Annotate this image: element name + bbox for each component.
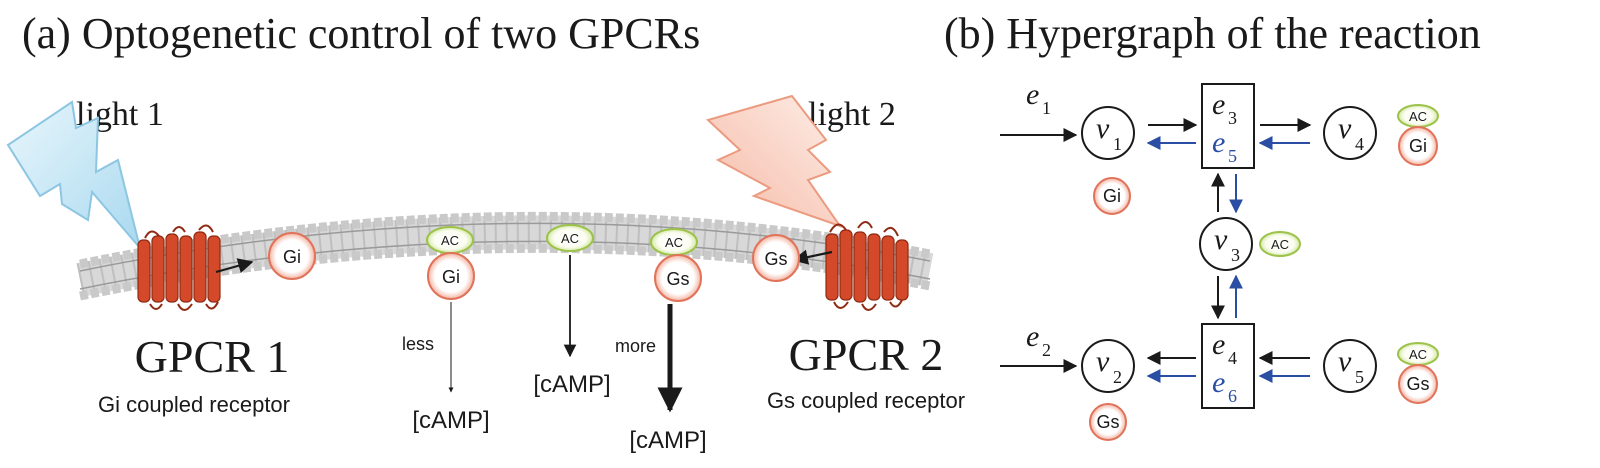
activation-arrow [792, 249, 833, 265]
svg-text:AC: AC [665, 235, 683, 250]
svg-text:Gs: Gs [666, 269, 689, 289]
svg-text:1: 1 [1042, 98, 1051, 118]
more-label: more [615, 336, 656, 356]
camp-basal: [cAMP] [533, 371, 610, 398]
svg-text:e: e [1212, 366, 1225, 399]
svg-text:v: v [1096, 345, 1110, 378]
svg-text:e: e [1212, 88, 1225, 121]
gpcr-1-title: GPCR 1 [135, 331, 290, 382]
receptor-helix-icon [825, 221, 909, 311]
gs-protein: Gs [752, 234, 800, 282]
svg-text:v: v [1338, 112, 1352, 145]
svg-text:AC: AC [441, 233, 459, 248]
gi-protein: Gi [268, 232, 316, 280]
hyperedge-e3-e5: e 3 e 5 [1201, 83, 1255, 169]
svg-text:Gs: Gs [764, 249, 787, 269]
gi-protein: Gi [1398, 126, 1438, 166]
node-v1: v 1 [1081, 106, 1135, 160]
svg-text:Gs: Gs [1406, 374, 1429, 394]
svg-text:Gi: Gi [1103, 186, 1121, 206]
svg-text:e: e [1212, 328, 1225, 361]
ac-enzyme: AC [1397, 342, 1439, 366]
svg-text:e: e [1026, 78, 1039, 111]
edge-e1-label: e 1 [1026, 78, 1051, 118]
gs-protein: Gs [1089, 403, 1127, 441]
node-v5: v 5 [1323, 339, 1377, 393]
svg-text:4: 4 [1355, 134, 1364, 154]
camp-less: [cAMP] [412, 407, 489, 434]
svg-text:3: 3 [1231, 245, 1240, 265]
ac-enzyme: AC [650, 228, 698, 256]
svg-text:2: 2 [1042, 340, 1051, 360]
svg-text:Gi: Gi [283, 247, 301, 267]
svg-text:4: 4 [1228, 348, 1237, 368]
receptor-helix-icon [137, 224, 221, 311]
ac-enzyme: AC [1397, 104, 1439, 128]
activation-arrow [215, 258, 254, 274]
svg-text:5: 5 [1355, 367, 1364, 387]
svg-text:v: v [1338, 345, 1352, 378]
svg-text:AC: AC [1409, 109, 1427, 124]
svg-text:v: v [1096, 112, 1110, 145]
gs-protein: Gs [1398, 364, 1438, 404]
svg-text:Gi: Gi [1409, 136, 1427, 156]
camp-more: [cAMP] [629, 427, 706, 454]
panel-b-title: (b) Hypergraph of the reaction [944, 9, 1481, 58]
svg-text:e: e [1026, 320, 1039, 353]
svg-text:v: v [1214, 223, 1228, 256]
node-v4: v 4 [1323, 106, 1377, 160]
ac-enzyme: AC [426, 226, 474, 254]
svg-text:Gs: Gs [1096, 412, 1119, 432]
light-2-label: light 2 [808, 96, 896, 133]
svg-text:AC: AC [1409, 347, 1427, 362]
lightning-bolt-icon [706, 94, 843, 228]
svg-text:Gi: Gi [442, 267, 460, 287]
svg-text:6: 6 [1228, 386, 1237, 406]
gs-protein: Gs [654, 254, 702, 302]
hyperedge-e4-e6: e 4 e 6 [1201, 323, 1255, 409]
svg-text:AC: AC [1271, 237, 1289, 252]
svg-text:AC: AC [561, 231, 579, 246]
svg-text:1: 1 [1113, 134, 1122, 154]
node-v2: v 2 [1081, 339, 1135, 393]
gpcr-2-title: GPCR 2 [789, 329, 944, 380]
gpcr-2-caption: Gs coupled receptor [767, 388, 965, 413]
svg-text:5: 5 [1228, 146, 1237, 166]
less-label: less [402, 334, 434, 354]
gi-protein: Gi [1093, 177, 1131, 215]
svg-text:2: 2 [1113, 367, 1122, 387]
ac-enzyme: AC [1259, 231, 1301, 257]
panel-a-title: (a) Optogenetic control of two GPCRs [22, 9, 700, 58]
edge-e2-label: e 2 [1026, 320, 1051, 360]
gpcr-1-caption: Gi coupled receptor [98, 392, 290, 417]
ac-enzyme: AC [546, 224, 594, 252]
svg-text:e: e [1212, 126, 1225, 159]
svg-text:3: 3 [1228, 108, 1237, 128]
gi-protein: Gi [427, 252, 475, 300]
node-v3: v 3 [1199, 217, 1253, 271]
